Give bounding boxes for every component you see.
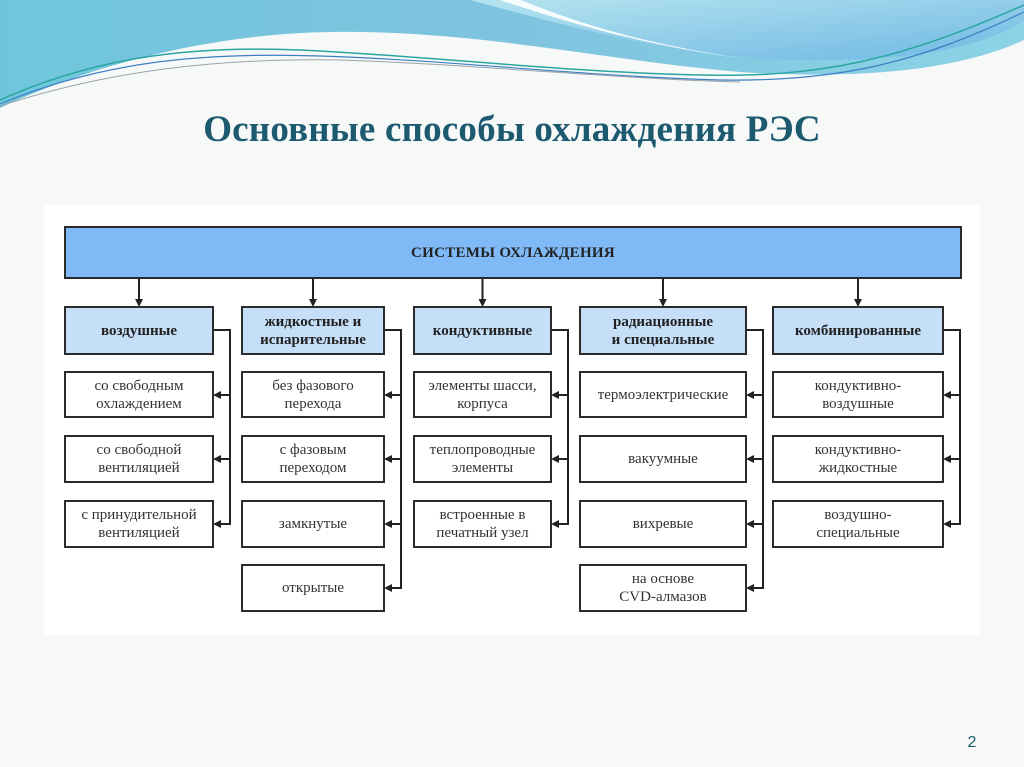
category-label: кондуктивные — [432, 322, 533, 339]
leaf-label: с фазовым переходом — [279, 442, 347, 476]
page-number: 2 — [967, 734, 977, 751]
leaf-box: на основе CVD-алмазов — [579, 564, 747, 612]
category-box-radiation-special: радиационные и специальные — [579, 306, 747, 355]
category-box-combined: комбинированные — [772, 306, 944, 355]
leaf-box: со свободной вентиляцией — [64, 435, 214, 483]
category-box-liquid-evaporative: жидкостные и испарительные — [241, 306, 385, 355]
category-label: комбинированные — [794, 322, 922, 339]
leaf-label: вакуумные — [628, 451, 698, 467]
category-label: жидкостные и испарительные — [260, 313, 366, 348]
leaf-box: с принудительной вентиляцией — [64, 500, 214, 548]
slide-title: Основные способы охлаждения РЭС — [203, 109, 821, 150]
leaf-label: со свободным охлаждением — [94, 377, 184, 412]
leaf-label: термоэлектрические — [597, 386, 729, 403]
leaf-box: теплопроводные элементы — [413, 435, 552, 483]
root-box-cooling-systems: СИСТЕМЫ ОХЛАЖДЕНИЯ — [64, 226, 962, 279]
category-label: радиационные и специальные — [611, 313, 715, 348]
leaf-box: вихревые — [579, 500, 747, 548]
leaf-box: открытые — [241, 564, 385, 612]
leaf-label: открытые — [281, 580, 344, 596]
leaf-label: со свободной вентиляцией — [96, 442, 182, 476]
leaf-box: воздушно- специальные — [772, 500, 944, 548]
leaf-box: с фазовым переходом — [241, 435, 385, 483]
leaf-box: встроенные в печатный узел — [413, 500, 552, 548]
leaf-box: без фазового перехода — [241, 371, 385, 418]
leaf-box: термоэлектрические — [579, 371, 747, 418]
root-box-label: СИСТЕМЫ ОХЛАЖДЕНИЯ — [410, 244, 616, 261]
category-label: воздушные — [100, 322, 178, 339]
leaf-label: воздушно- специальные — [816, 507, 900, 541]
leaf-label: без фазового перехода — [272, 377, 354, 412]
leaf-label: на основе CVD-алмазов — [619, 571, 707, 605]
category-box-air: воздушные — [64, 306, 214, 355]
leaf-label: замкнутые — [278, 516, 348, 532]
leaf-label: теплопроводные элементы — [429, 442, 536, 476]
leaf-label: встроенные в печатный узел — [436, 507, 529, 541]
header-wave-decoration — [0, 0, 1024, 120]
leaf-label: вихревые — [632, 516, 694, 532]
leaf-box: замкнутые — [241, 500, 385, 548]
category-box-conductive: кондуктивные — [413, 306, 552, 355]
leaf-label: с принудительной вентиляцией — [81, 507, 197, 541]
leaf-box: элементы шасси, корпуса — [413, 371, 552, 418]
leaf-label: кондуктивно- воздушные — [814, 377, 902, 412]
leaf-box: со свободным охлаждением — [64, 371, 214, 418]
leaf-label: кондуктивно- жидкостные — [814, 442, 902, 476]
leaf-label: элементы шасси, корпуса — [428, 377, 537, 412]
leaf-box: вакуумные — [579, 435, 747, 483]
leaf-box: кондуктивно- жидкостные — [772, 435, 944, 483]
leaf-box: кондуктивно- воздушные — [772, 371, 944, 418]
